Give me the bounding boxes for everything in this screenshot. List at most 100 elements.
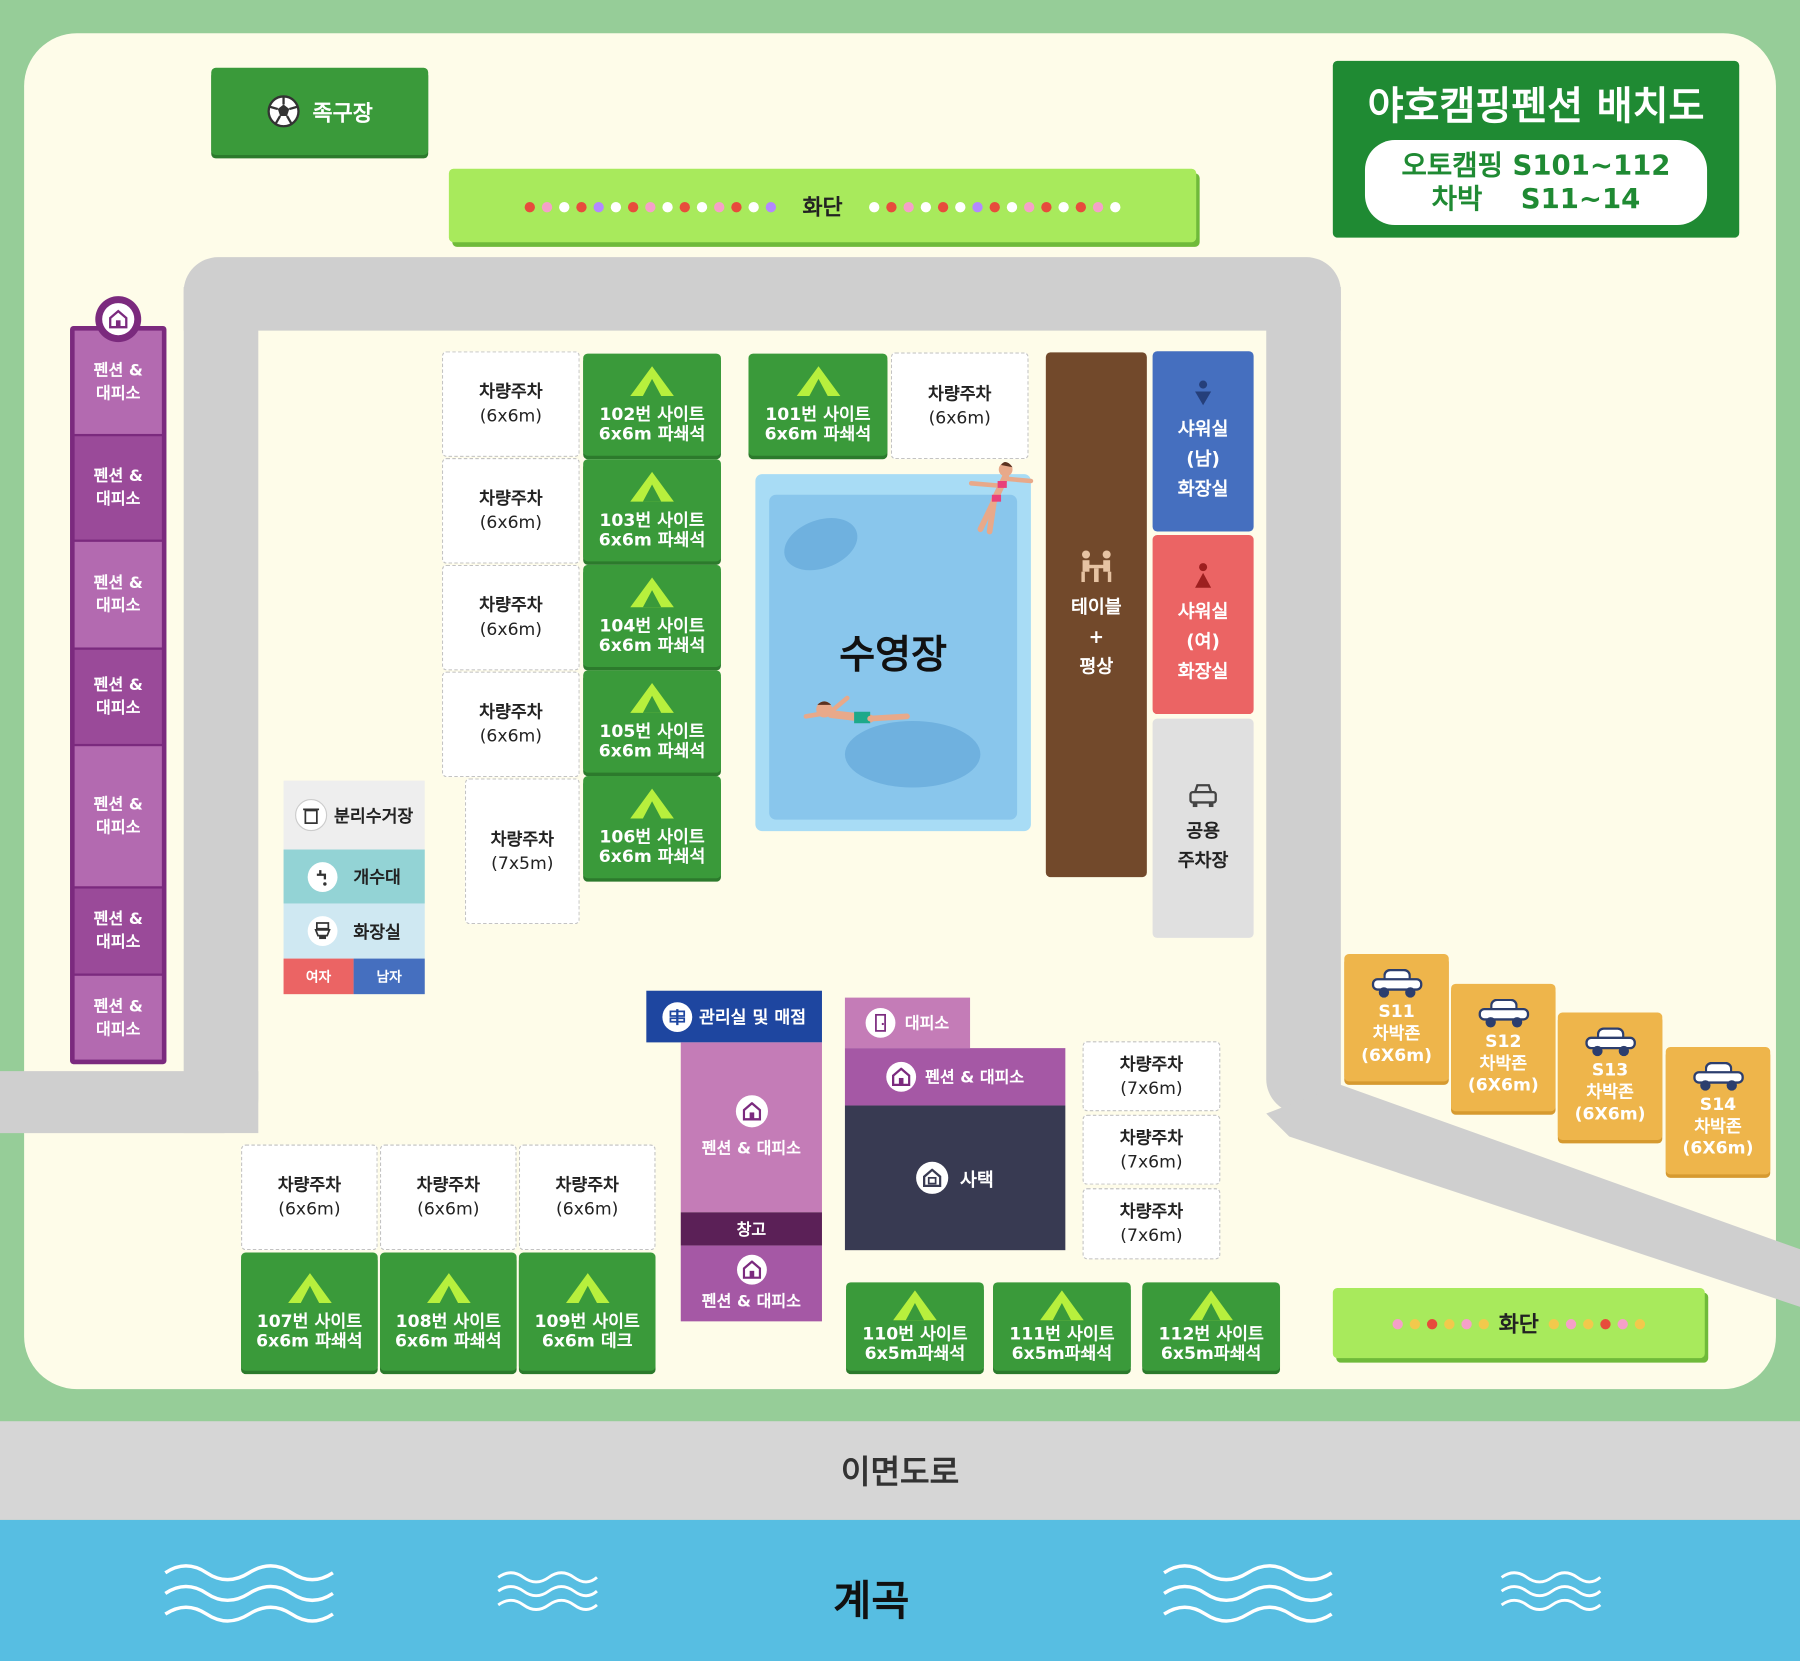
pension-column-inner: 펜션 &대피소 펜션 &대피소 펜션 &대피소 펜션 &대피소 펜션 &대피소 … (74, 330, 162, 1060)
side-road-label: 이면도로 (840, 1453, 960, 1492)
parking-spot: 차량주차(6x6m) (441, 564, 580, 671)
toilet-male: 남자 (353, 958, 425, 995)
soccer-field: 족구장 (211, 67, 429, 155)
road-top (183, 257, 1341, 331)
car-icon (1478, 998, 1529, 1028)
tent-icon (565, 1272, 610, 1303)
wave-icon (164, 1564, 334, 1623)
recycle-bin-icon (295, 799, 328, 832)
pool-ripple (844, 720, 981, 788)
parking-spot: 차량주차(6x6m) (441, 351, 580, 457)
parking-spot: 차량주차(6x6m) (518, 1144, 656, 1251)
title-box: 야호캠핑펜션 배치도 오토캠핑 S101~112 차박 S11~14 (1332, 60, 1740, 238)
staff-house: 사택 (844, 1105, 1066, 1251)
parking-spot: 차량주차(7x6m) (1082, 1114, 1221, 1185)
office-store: 관리실 및 매점 (646, 990, 822, 1043)
road-left-exit (0, 1071, 259, 1134)
pool-label: 수영장 (839, 632, 948, 679)
flowerbed-bottom-label: 화단 (1498, 1312, 1539, 1338)
male-icon (1195, 379, 1212, 405)
soccer-ball-icon (267, 95, 300, 128)
car-icon (1189, 783, 1217, 807)
tent-icon (426, 1272, 471, 1303)
table-icon (1081, 549, 1112, 582)
road-left (183, 287, 259, 1134)
house-icon (735, 1095, 768, 1128)
faucet-icon (307, 861, 338, 892)
shower-female: 샤워실 (여) 화장실 (1152, 534, 1254, 715)
house-icon (95, 296, 142, 343)
pension-shelter-upper: 펜션 & 대피소 (844, 1048, 1066, 1106)
swimmer-icon (803, 695, 910, 724)
tent-icon (630, 576, 674, 607)
swimmer-icon (968, 461, 1034, 535)
shelter: 대피소 (844, 997, 971, 1049)
female-icon (1195, 563, 1212, 588)
pension-shelter-5: 펜션 &대피소 (74, 746, 162, 887)
pension-shelter-1: 펜션 &대피소 (74, 330, 162, 434)
subtitle-box: 오토캠핑 S101~112 차박 S11~14 (1364, 140, 1708, 226)
storage: 창고 (680, 1212, 822, 1246)
swimming-pool: 수영장 (755, 461, 1034, 832)
toilet-female: 여자 (283, 958, 354, 995)
recycling-area: 분리수거장 (283, 780, 425, 850)
toilet-icon (307, 916, 338, 946)
pension-shelter-7: 펜션 &대피소 (74, 975, 162, 1060)
map-title: 야호캠핑펜션 배치도 (1367, 83, 1705, 130)
signpost-icon (662, 1001, 693, 1032)
subtitle-autocamp: 오토캠핑 S101~112 (1401, 149, 1671, 182)
tent-icon (1040, 1289, 1084, 1320)
tent-icon (1189, 1289, 1233, 1320)
wave-icon (1163, 1564, 1333, 1623)
tent-icon (796, 365, 840, 396)
flowers-icon (1546, 1312, 1649, 1334)
car-icon (1584, 1027, 1636, 1057)
flowerbed-top-label: 화단 (802, 194, 843, 220)
tent-icon (630, 471, 674, 502)
pension-shelter-6: 펜션 &대피소 (74, 888, 162, 974)
parking-spot: 차량주차(6x6m) (441, 671, 580, 778)
shower-male: 샤워실 (남) 화장실 (1152, 351, 1254, 532)
toilet-area: 화장실 (283, 903, 425, 959)
flowerbed-bottom: 화단 (1332, 1288, 1705, 1359)
parking-spot: 차량주차(6x6m) (890, 352, 1029, 460)
pension-column: 펜션 &대피소 펜션 &대피소 펜션 &대피소 펜션 &대피소 펜션 &대피소 … (70, 326, 167, 1065)
flowerbed-top: 화단 (448, 168, 1197, 243)
utility-block: 분리수거장 개수대 화장실 여자 남자 (283, 780, 425, 995)
pension-shelter-lower: 펜션 & 대피소 (680, 1245, 822, 1322)
parking-spot: 차량주차(6x6m) (241, 1144, 378, 1251)
subtitle-carcamp: 차박 S11~14 (1431, 182, 1641, 215)
wave-icon (1500, 1571, 1602, 1611)
tent-icon (630, 365, 674, 396)
tent-icon (630, 788, 674, 818)
road-diagonal (1266, 1084, 1800, 1307)
road-right (1266, 287, 1341, 1114)
door-icon (865, 1007, 896, 1038)
tent-icon (893, 1289, 937, 1320)
parking-spot: 차량주차(6x6m) (379, 1144, 517, 1251)
parking-spot: 차량주차(6x6m) (441, 458, 580, 564)
building-icon (916, 1161, 949, 1194)
table-platform: 테이블 + 평상 (1045, 352, 1147, 878)
car-icon (1371, 968, 1422, 998)
stream-label: 계곡 (833, 1578, 910, 1626)
car-icon (1692, 1061, 1744, 1091)
sink-area: 개수대 (283, 849, 425, 904)
